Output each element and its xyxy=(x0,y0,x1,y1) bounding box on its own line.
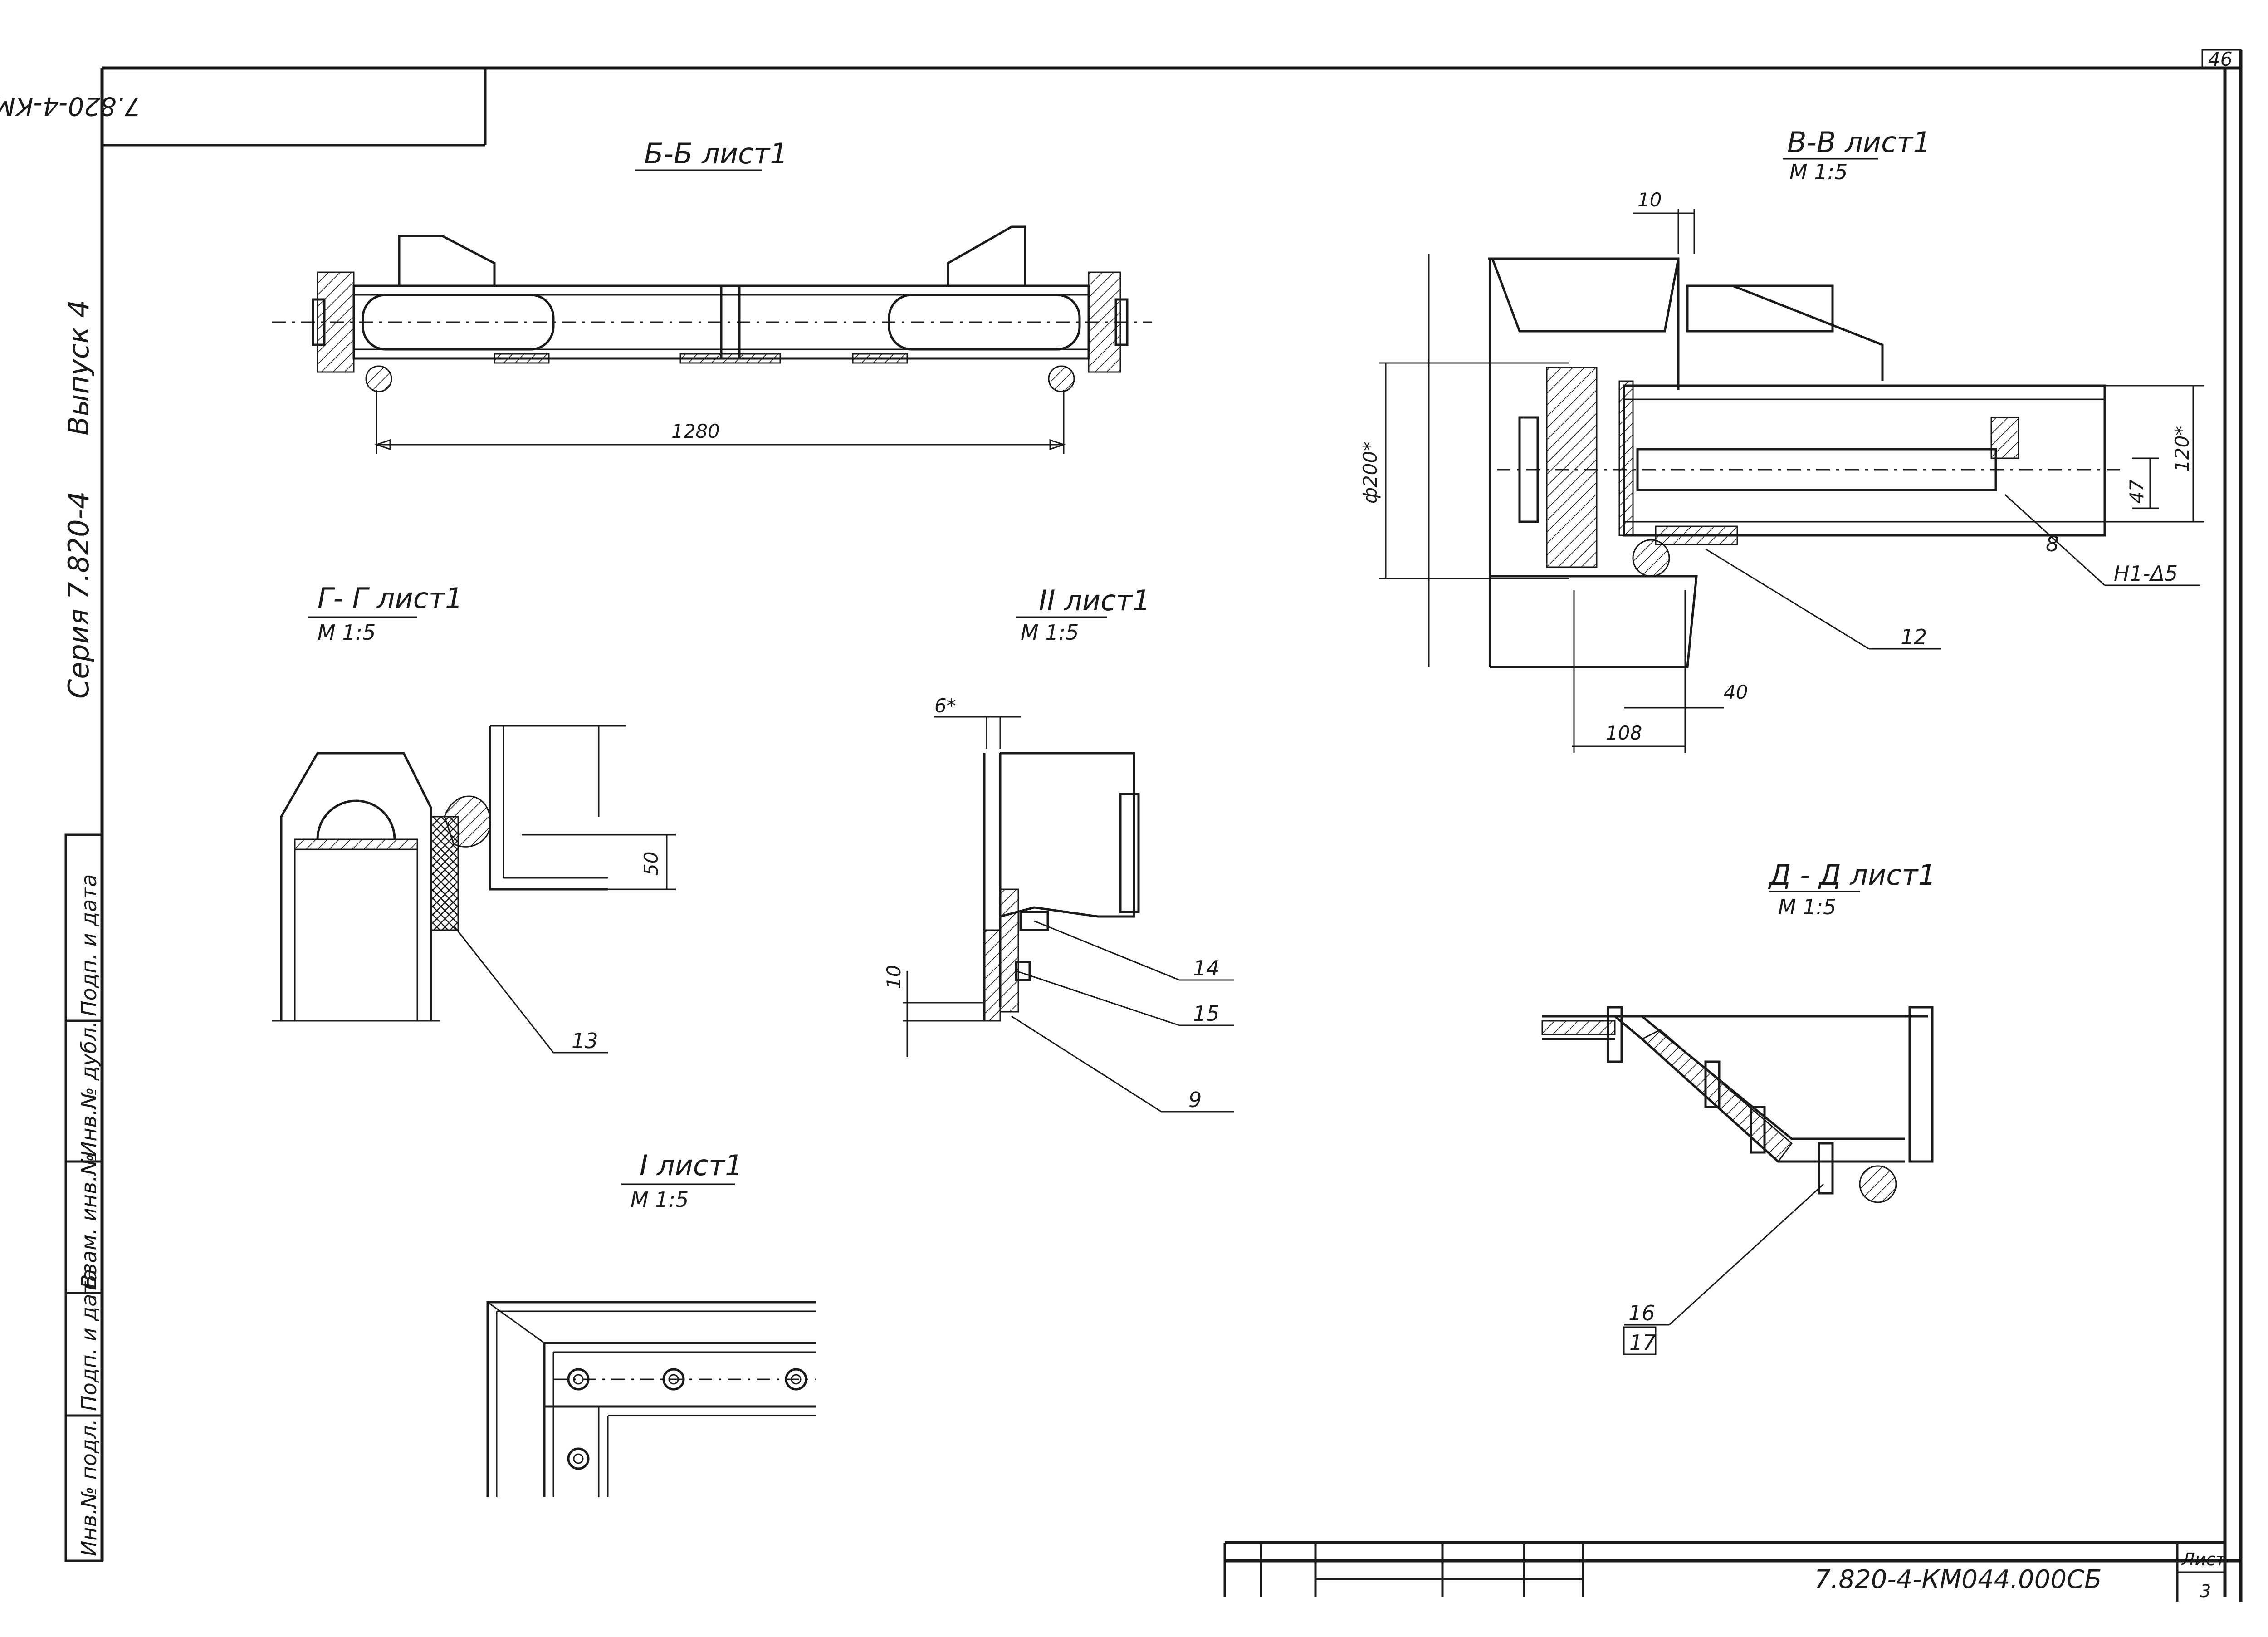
callout-15: 15 xyxy=(1193,1001,1220,1026)
view-ii-drawing xyxy=(903,716,1234,1113)
bottom-code: 7.820-4-КМ044.000СБ xyxy=(1814,1565,2102,1594)
dim-50: 50 xyxy=(640,852,662,876)
weld-mark: Н1-Δ5 xyxy=(2114,561,2178,586)
view-dd-drawing xyxy=(1541,1006,1934,1355)
dim-108: 108 xyxy=(1606,722,1642,744)
view-bb-drawing xyxy=(272,225,1152,454)
view-dd-title: Д - Д лист1 xyxy=(1768,858,1936,892)
series-label: Серия 7.820-4 xyxy=(62,491,95,699)
stamp-inv-orig: Инв.№ подл. xyxy=(77,1419,101,1556)
issue-label: Выпуск 4 xyxy=(62,300,95,436)
stamp-column xyxy=(64,833,103,1562)
dim-47: 47 xyxy=(2126,479,2148,504)
dim-10-vv: 10 xyxy=(1637,189,1662,211)
stamp-sign-date-2: Подп. и дата xyxy=(77,874,101,1016)
view-gg-scale: М 1:5 xyxy=(318,620,376,645)
callout-17: 17 xyxy=(1629,1330,1656,1355)
view-gg-title: Г- Г лист1 xyxy=(318,582,463,615)
stamp-sign-date-1: Подп. и дата xyxy=(77,1269,101,1411)
dim-diameter-200: ф200* xyxy=(1359,441,1381,504)
callout-9: 9 xyxy=(1188,1088,1202,1112)
stamp-inv-dup: Инв.№ дубл. xyxy=(77,1021,101,1157)
view-vv-scale: М 1:5 xyxy=(1789,160,1848,184)
sheet-label: Лист xyxy=(2181,1549,2226,1569)
sheet-index: 3 xyxy=(2200,1581,2211,1601)
dim-10-ii: 10 xyxy=(883,965,905,989)
callout-16: 16 xyxy=(1628,1301,1655,1325)
bottom-title-cells xyxy=(1223,1543,2225,1602)
callout-8: 8 xyxy=(2046,532,2059,556)
callout-14: 14 xyxy=(1193,956,1220,980)
view-ii-title: II лист1 xyxy=(1039,584,1150,617)
view-i-title: I лист1 xyxy=(640,1149,743,1182)
callout-12: 12 xyxy=(1901,625,1927,649)
dim-40: 40 xyxy=(1724,681,1748,703)
dim-6: 6* xyxy=(934,695,956,717)
stamp-replace-inv: Взам. инв.№ xyxy=(77,1153,101,1289)
view-vv-title: В-В лист1 xyxy=(1787,126,1931,159)
top-code-box xyxy=(102,68,487,147)
view-ii-scale: М 1:5 xyxy=(1021,620,1079,645)
view-i-scale: М 1:5 xyxy=(631,1187,689,1212)
view-dd-scale: М 1:5 xyxy=(1778,895,1836,919)
view-gg-drawing xyxy=(272,725,676,1054)
view-vv-drawing xyxy=(1379,209,2204,753)
dim-120: 120* xyxy=(2171,426,2193,472)
sheet-number: 46 xyxy=(2208,48,2232,70)
sheet-frame xyxy=(100,49,2243,1602)
dim-1280: 1280 xyxy=(671,420,720,442)
view-bb-title: Б-Б лист1 xyxy=(644,137,788,170)
view-i-drawing xyxy=(486,1301,816,1497)
callout-13: 13 xyxy=(572,1029,598,1053)
top-code-upside-down: 7.820-4-КМ044.000СБ xyxy=(0,91,141,121)
